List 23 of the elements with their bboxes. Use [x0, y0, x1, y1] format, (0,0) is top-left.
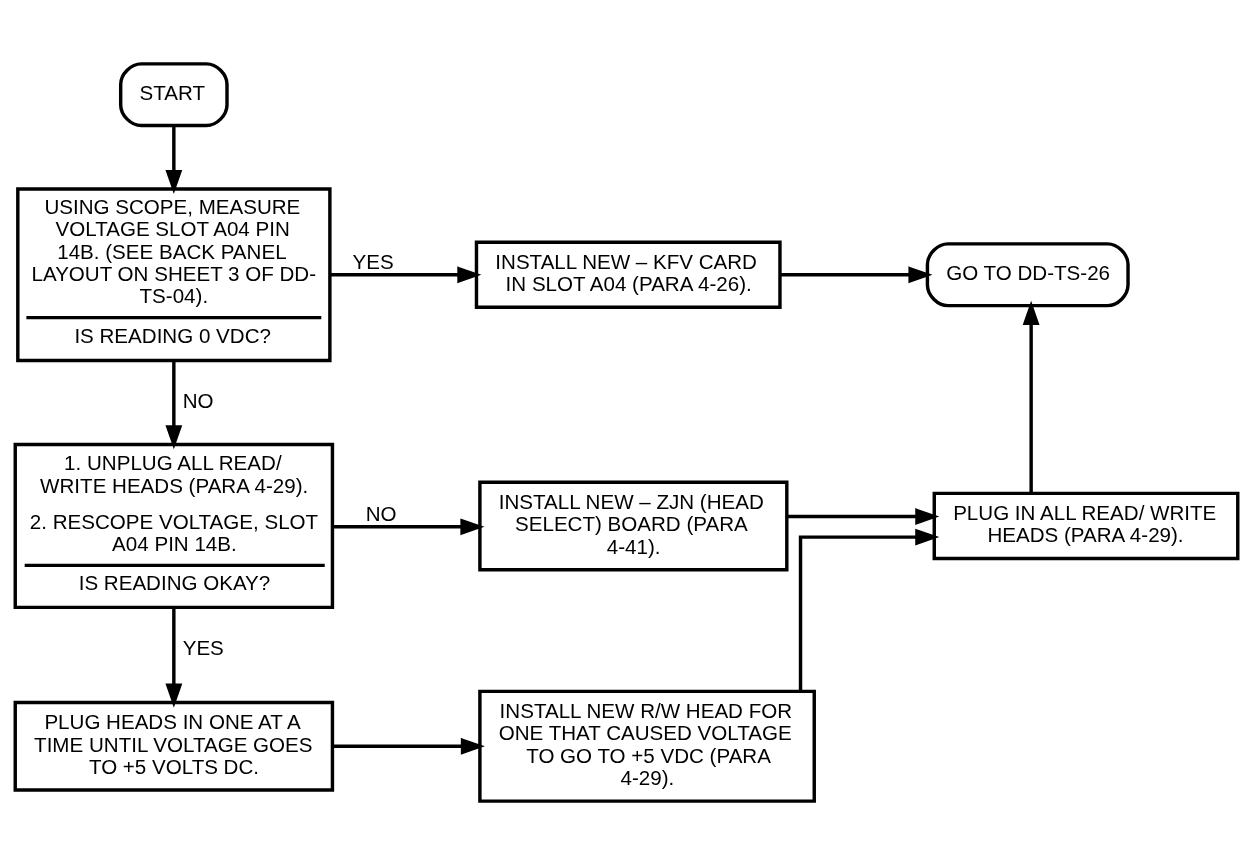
edge-label: NO — [182, 388, 214, 412]
arrow — [330, 265, 482, 283]
node-box: START — [118, 61, 229, 127]
node-box: GO TO DD-TS-26 — [925, 241, 1130, 307]
arrow — [332, 737, 485, 755]
node-box: INSTALL NEW – ZJN (HEAD SELECT) BOARD (PARA 4-41). — [478, 480, 789, 571]
node-box: 1. UNPLUG ALL READ/ WRITE HEADS (PARA 4-29). 2. RESCOPE VOLTAGE, SLOT A04 PIN 14B. IS READING OKAY? — [13, 442, 335, 609]
arrow — [780, 265, 933, 283]
arrow — [1022, 300, 1040, 493]
node-box: INSTALL NEW – KFV CARD IN SLOT A04 (PARA 4-26). — [474, 239, 782, 309]
edge-label: YES — [352, 249, 394, 273]
edge-label: NO — [365, 501, 397, 525]
node-box: PLUG IN ALL READ/ WRITE HEADS (PARA 4-29). — [932, 491, 1240, 560]
node-box: USING SCOPE, MEASURE VOLTAGE SLOT A04 PIN 14B. (SEE BACK PANEL LAYOUT ON SHEET 3 OF DD-TS-04). IS READING 0 VDC? — [16, 186, 332, 362]
arrow — [332, 517, 485, 535]
node-box: PLUG HEADS IN ONE AT A TIME UNTIL VOLTAGE GOES TO +5 VOLTS DC. — [13, 700, 335, 792]
arrow — [798, 528, 940, 691]
arrow — [165, 607, 183, 708]
arrow — [787, 507, 940, 525]
node-box: INSTALL NEW R/W HEAD FOR ONE THAT CAUSED VOLTAGE TO GO TO +5 VDC (PARA 4-29). — [478, 689, 816, 803]
arrow — [165, 125, 183, 194]
edge-label: YES — [182, 635, 224, 659]
arrow — [165, 360, 183, 449]
